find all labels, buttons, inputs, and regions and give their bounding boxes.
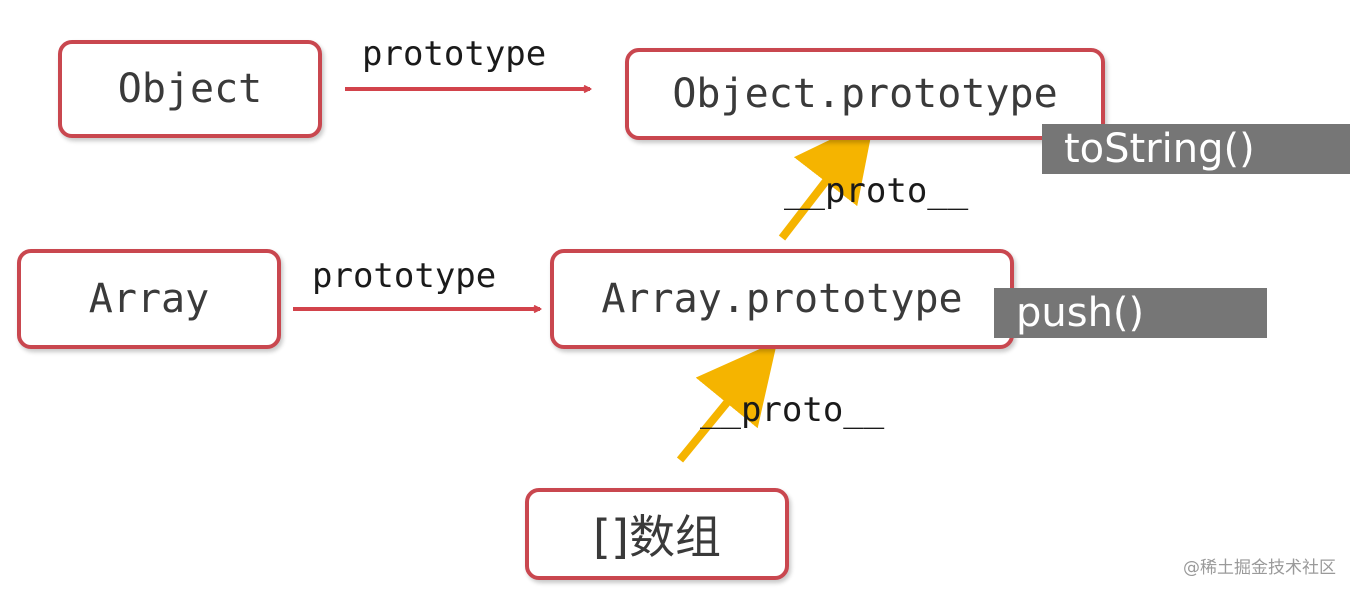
array-proto-arrow	[778, 118, 875, 241]
object-prototype-edge-label: prototype	[362, 34, 547, 74]
array-prototype-edge-label: prototype	[312, 256, 497, 296]
array-node: Array	[17, 249, 281, 349]
object-prototype-node: Object.prototype	[625, 48, 1105, 140]
push-method-badge: push()	[994, 288, 1267, 338]
push-method-label: push()	[1016, 290, 1145, 336]
watermark: @稀土掘金技术社区	[1183, 558, 1336, 578]
object-prototype-node-label: Object.prototype	[672, 71, 1058, 117]
array-prototype-node-label: Array.prototype	[601, 276, 963, 322]
to-string-method-label: toString()	[1064, 126, 1255, 172]
array-instance-node-label: []数组	[593, 510, 721, 564]
instance-proto-edge-label: __proto__	[700, 390, 885, 430]
array-prototype-node: Array.prototype	[550, 249, 1014, 349]
instance-proto-arrow	[676, 341, 778, 463]
object-node-label: Object	[117, 66, 263, 112]
array-proto-edge-label: __proto__	[784, 171, 969, 211]
to-string-method-badge: toString()	[1042, 124, 1350, 174]
object-node: Object	[58, 40, 322, 138]
array-instance-node: []数组	[525, 488, 789, 580]
array-node-label: Array	[88, 276, 210, 322]
